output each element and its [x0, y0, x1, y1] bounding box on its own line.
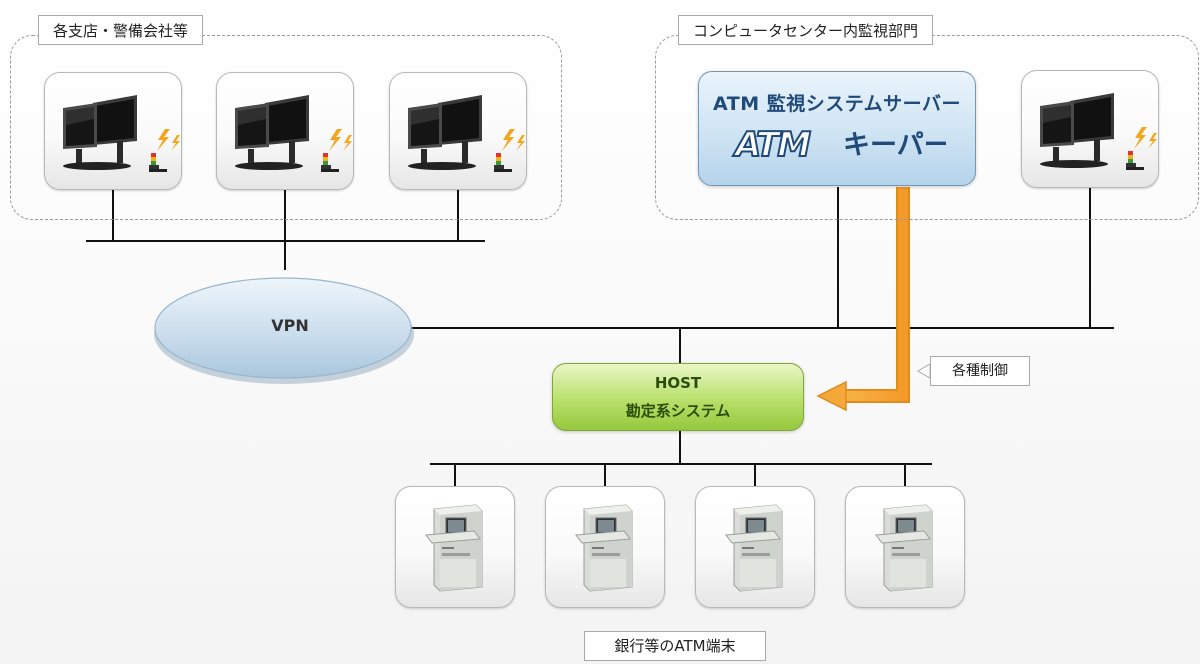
monitor-station-4 — [1021, 70, 1159, 188]
warning-light-icon — [1126, 127, 1157, 170]
dual-monitor-icon — [408, 95, 482, 170]
monitor-station-3 — [389, 72, 527, 190]
host-system: HOST 勘定系システム — [552, 363, 804, 431]
atm-monitoring-server: ATM 監視システムサーバー ATM キーパー — [698, 71, 976, 186]
callout-pointer — [917, 363, 931, 379]
dual-monitor-icon — [63, 95, 137, 170]
atm-terminal-1 — [395, 486, 515, 608]
warning-light-icon — [149, 129, 180, 172]
atm-terminal-3 — [695, 486, 815, 608]
warning-light-icon — [494, 129, 525, 172]
lightning-icon — [502, 129, 515, 151]
branch-offices-label: 各支店・警備会社等 — [38, 15, 204, 45]
lightning-icon — [329, 129, 342, 151]
server-title: ATM 監視システムサーバー — [713, 93, 961, 115]
atm-machine-icon — [425, 504, 483, 592]
vpn-label: VPN — [271, 316, 309, 335]
atm-terminal-4 — [845, 486, 965, 608]
lightning-icon — [1134, 127, 1147, 149]
atm-keeper-logo: ATM キーパー — [731, 124, 946, 164]
logo-text: キーパー — [843, 130, 946, 161]
atm-terminal-2 — [545, 486, 665, 608]
atm-machine-icon — [725, 504, 783, 592]
atm-terminals-label: 銀行等のATM端末 — [584, 631, 766, 661]
monitor-station-1 — [44, 72, 182, 190]
logo-letters: ATM — [732, 125, 811, 164]
control-arrow — [816, 187, 910, 412]
warning-light-icon — [321, 129, 352, 172]
monitor-station-2 — [216, 72, 354, 190]
branch-offices-group — [10, 35, 562, 220]
control-callout: 各種制御 — [930, 356, 1030, 386]
atm-machine-icon — [575, 504, 633, 592]
dual-monitor-icon — [1040, 93, 1114, 168]
host-subtitle: 勘定系システム — [625, 402, 731, 420]
computer-center-label: コンピュータセンター内監視部門 — [678, 15, 934, 45]
atm-machine-icon — [875, 504, 933, 592]
lightning-icon — [157, 129, 170, 151]
vpn-cloud — [154, 277, 414, 384]
dual-monitor-icon — [235, 95, 309, 170]
connection-lines — [86, 187, 1114, 486]
host-title: HOST — [654, 374, 702, 392]
